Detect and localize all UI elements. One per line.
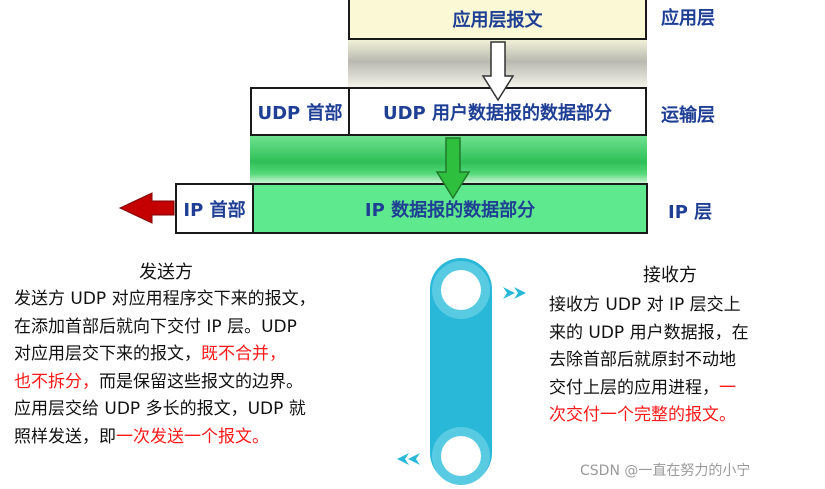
layer-label-application: 应用层 [661,8,715,29]
emphasis-text: 次交付一个完整的报文。 [549,405,736,425]
receiver-title: 接收方 [643,265,697,286]
body-text: 发送方 UDP 对应用程序交下来的报文， [14,289,316,309]
sender-title: 发送方 [139,262,193,283]
text-line: 次交付一个完整的报文。 [549,402,814,430]
text-line: 也不拆分，而是保留这些报文的边界。 [14,369,399,397]
down-arrow-green-icon [435,137,471,200]
chevron-left-icon [397,453,420,465]
text-line: 来的 UDP 用户数据报，在 [549,320,814,348]
text-line: 照样发送，即一次发送一个报文。 [14,424,399,452]
body-text: 而是保留这些报文的边界。 [99,371,303,392]
app-message-label: 应用层报文 [452,10,543,31]
body-text: 来的 UDP 用户数据报，在 [549,322,749,343]
text-line: 对应用层交下来的报文，既不合并， [14,341,399,369]
ip-header-label: IP 首部 [183,199,246,221]
emphasis-text: 既不合并， [201,344,286,364]
text-line: 发送方 UDP 对应用程序交下来的报文， [14,286,399,314]
text-line: 在添加首部后就向下交付 IP 层。UDP [14,314,399,342]
text-line: 去除首部后就原封不动地 [549,347,814,375]
ip-data-label: IP 数据报的数据部分 [364,199,536,221]
layer-label-ip: IP 层 [668,202,713,223]
receiver-description: 接收方 UDP 对 IP 层交上来的 UDP 用户数据报，在去除首部后就原封不动… [549,292,814,430]
ip-header-box: IP 首部 [175,183,254,234]
body-text: 对应用层交下来的报文， [14,344,201,364]
text-line: 接收方 UDP 对 IP 层交上 [549,292,814,320]
down-arrow-white-icon [481,41,515,102]
connector-ring-icon [430,258,492,485]
watermark: CSDN @一直在努力的小宁 [580,463,751,479]
body-text: 在添加首部后就向下交付 IP 层。UDP [14,316,297,337]
body-text: 应用层交给 UDP 多长的报文，UDP 就 [14,399,306,419]
body-text: 照样发送，即 [14,426,116,447]
emphasis-text: 一 [719,377,736,398]
body-text: 交付上层的应用进程， [549,377,719,398]
udp-header-box: UDP 首部 [250,87,350,136]
left-arrow-red-icon [118,192,175,224]
sender-description: 发送方 UDP 对应用程序交下来的报文， 在添加首部后就向下交付 IP 层。UDP… [14,286,399,451]
emphasis-text: 也不拆分， [14,371,99,392]
layer-label-transport: 运输层 [661,105,715,126]
udp-data-label: UDP 用户数据报的数据部分 [382,102,612,124]
chevron-right-icon [503,287,526,299]
body-text: 去除首部后就原封不动地 [549,350,736,370]
text-line: 交付上层的应用进程，一 [549,375,814,403]
body-text: 接收方 UDP 对 IP 层交上 [549,295,741,315]
udp-header-label: UDP 首部 [257,102,343,124]
text-line: 应用层交给 UDP 多长的报文，UDP 就 [14,396,399,424]
emphasis-text: 一次发送一个报文。 [116,426,269,447]
app-message-box: 应用层报文 [348,0,647,40]
